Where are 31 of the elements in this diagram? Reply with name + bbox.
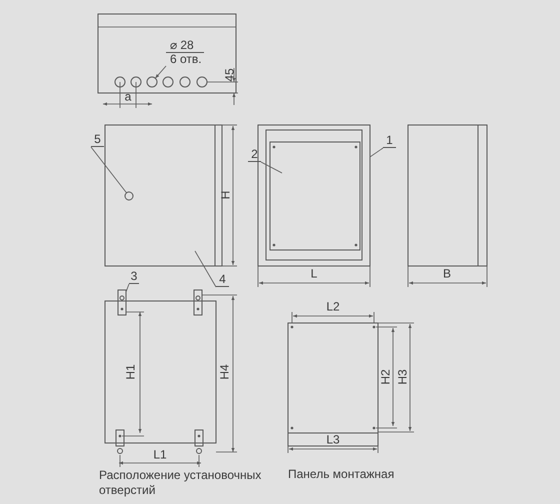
leader-line [194, 250, 216, 288]
callout-number: 4 [216, 273, 229, 287]
leader-line [126, 284, 130, 292]
dimension-label: H [220, 190, 232, 200]
dimension-label: H4 [218, 364, 232, 380]
leader-line [90, 146, 127, 194]
leader-line [154, 66, 166, 79]
dimension-label: a [124, 90, 132, 104]
dimension-label: 45 [224, 68, 236, 82]
callout-number: 2 [248, 148, 261, 162]
enclosure-body [258, 124, 370, 266]
leader-line [370, 148, 384, 158]
dimension-label: L1 [153, 448, 167, 462]
dimension-label: H2 [380, 369, 392, 385]
dimension-label: L2 [326, 300, 340, 314]
door-handle [124, 192, 134, 200]
leader-line [260, 162, 282, 174]
callout-number: 5 [91, 133, 104, 147]
hole [146, 76, 158, 88]
caption: Расположение установочных отверстий [99, 468, 262, 498]
hole-note: 6 отв. [169, 53, 203, 66]
dimension-label: L3 [326, 434, 340, 446]
dimension-label: B [443, 268, 451, 280]
hole-note: ⌀ 28 [166, 39, 204, 53]
dimension-label: H3 [396, 369, 410, 385]
callout-number: 1 [383, 134, 396, 148]
dimension-label: L [310, 268, 318, 280]
callout-number: 3 [129, 270, 139, 284]
caption: Панель монтажная [288, 468, 394, 481]
dimension-label: H1 [124, 364, 138, 380]
mounting-bracket [118, 290, 126, 316]
